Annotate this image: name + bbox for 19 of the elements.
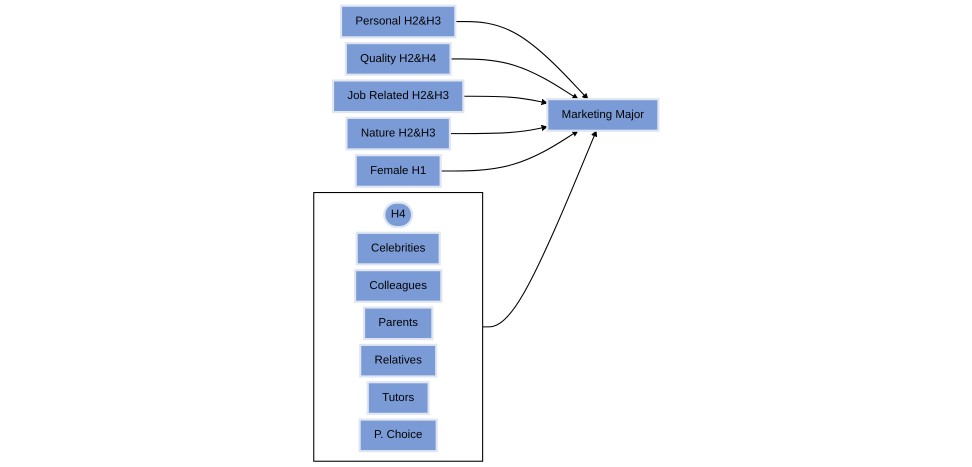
node-box: P. Choice — [358, 418, 438, 452]
arrow — [440, 130, 578, 172]
node-box: Personal H2&H3 — [340, 4, 456, 38]
node-box: Relatives — [359, 344, 438, 378]
node-box: Celebrities — [356, 232, 441, 266]
node-box: Parents — [362, 306, 434, 340]
arrow — [463, 96, 548, 106]
node-box: Colleagues — [354, 269, 442, 303]
arrow — [455, 21, 588, 100]
arrow — [450, 58, 578, 100]
node-box: Nature H2&H3 — [345, 116, 451, 151]
node-box: Marketing Major — [546, 98, 660, 132]
cluster — [313, 192, 484, 462]
node-box: Tutors — [366, 381, 430, 415]
node-box: Female H1 — [354, 154, 442, 188]
node-box: Quality H2&H4 — [344, 42, 452, 76]
arrow — [482, 130, 597, 328]
arrow — [450, 124, 548, 134]
node-box: Job Related H2&H3 — [332, 79, 464, 114]
